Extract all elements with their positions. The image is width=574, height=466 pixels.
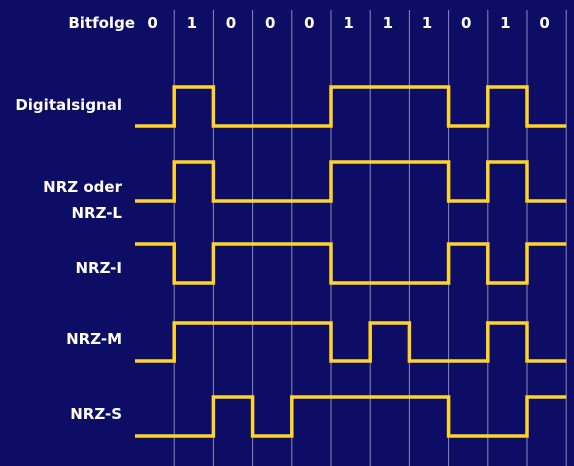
bit-value: 1 [500, 14, 510, 32]
bit-value: 1 [383, 14, 393, 32]
signal-waveform [135, 85, 567, 128]
signal-label: NRZ-M [66, 330, 122, 348]
signal-waveform [135, 242, 567, 285]
bit-value: 0 [147, 14, 157, 32]
bit-sequence: 0 1 0 0 0 1 1 1 0 1 0 [147, 14, 549, 32]
signal-waveform [135, 160, 567, 203]
bit-value: 0 [304, 14, 314, 32]
bit-value: 0 [539, 14, 549, 32]
bit-value: 1 [422, 14, 432, 32]
bit-value: 1 [187, 14, 197, 32]
signal-waveform [135, 321, 567, 363]
bit-value: 1 [343, 14, 353, 32]
signal-label: Digitalsignal [15, 96, 122, 114]
signal-label: NRZ oder [43, 178, 122, 196]
bit-value: 0 [226, 14, 236, 32]
bit-value: 0 [265, 14, 275, 32]
signal-waveforms [135, 85, 567, 438]
signal-label: NRZ-S [70, 405, 122, 423]
bitfolge-label: Bitfolge [68, 14, 135, 32]
signal-label: NRZ-I [75, 259, 122, 277]
signal-waveform [135, 395, 567, 438]
signal-label: NRZ-L [71, 204, 122, 222]
bit-value: 0 [461, 14, 471, 32]
